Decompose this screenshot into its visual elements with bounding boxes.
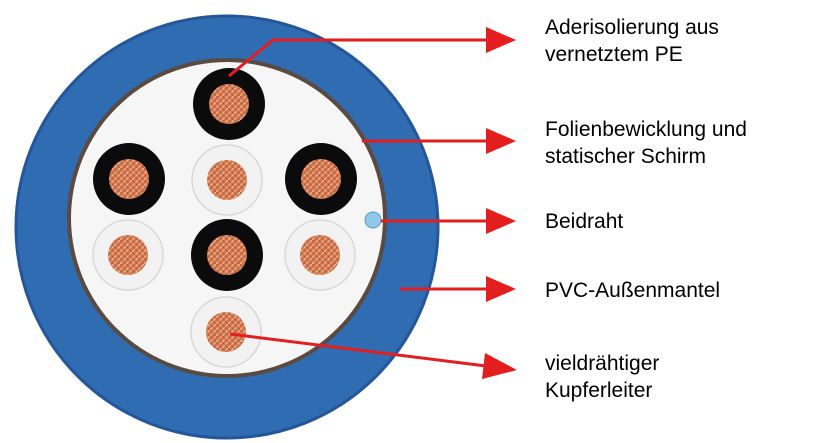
label-jacket: PVC-Außenmantel: [545, 277, 720, 304]
core-white: [284, 219, 356, 291]
stranded-copper-icon: [207, 160, 247, 200]
core-white: [92, 219, 164, 291]
label-drain-wire: Beidraht: [545, 208, 623, 235]
stranded-copper-icon: [109, 159, 149, 199]
core-white: [191, 144, 263, 216]
stranded-copper-icon: [301, 159, 341, 199]
stranded-copper-icon: [108, 235, 148, 275]
filler: [71, 62, 383, 374]
label-conductor-line2: Kupferleiter: [545, 379, 653, 402]
label-conductor-line1: vieldrähtiger: [545, 352, 660, 375]
label-conductor: vieldrähtiger Kupferleiter: [545, 350, 659, 404]
red-arrow-icon: [228, 27, 516, 78]
red-arrow-icon: [362, 128, 516, 154]
label-insulation: Aderisolierung aus vernetztem PE: [545, 14, 719, 68]
cores: [92, 68, 357, 368]
label-shield: Folienbewicklung und statischer Schirm: [545, 116, 747, 170]
core-white: [190, 296, 262, 368]
stranded-copper-icon: [206, 312, 246, 352]
red-arrow-icon: [381, 208, 516, 234]
label-insulation-line1: Aderisolierung aus: [545, 16, 719, 39]
red-arrow-icon: [400, 276, 516, 302]
label-jacket-line1: PVC-Außenmantel: [545, 279, 721, 302]
core-black: [191, 219, 263, 291]
core-black: [285, 143, 357, 215]
stranded-copper-icon: [300, 235, 340, 275]
label-shield-line1: Folienbewicklung und: [545, 118, 747, 141]
drain-wire: [364, 211, 382, 229]
stranded-copper-icon: [207, 235, 247, 275]
label-shield-line2: statischer Schirm: [545, 145, 707, 168]
red-arrow-icon: [229, 332, 517, 379]
label-drain-line1: Beidraht: [545, 210, 624, 233]
core-black: [193, 68, 265, 140]
core-black: [93, 143, 165, 215]
label-insulation-line2: vernetztem PE: [545, 43, 683, 66]
stranded-copper-icon: [209, 84, 249, 124]
pvc-outer-jacket-shade: [14, 14, 440, 440]
